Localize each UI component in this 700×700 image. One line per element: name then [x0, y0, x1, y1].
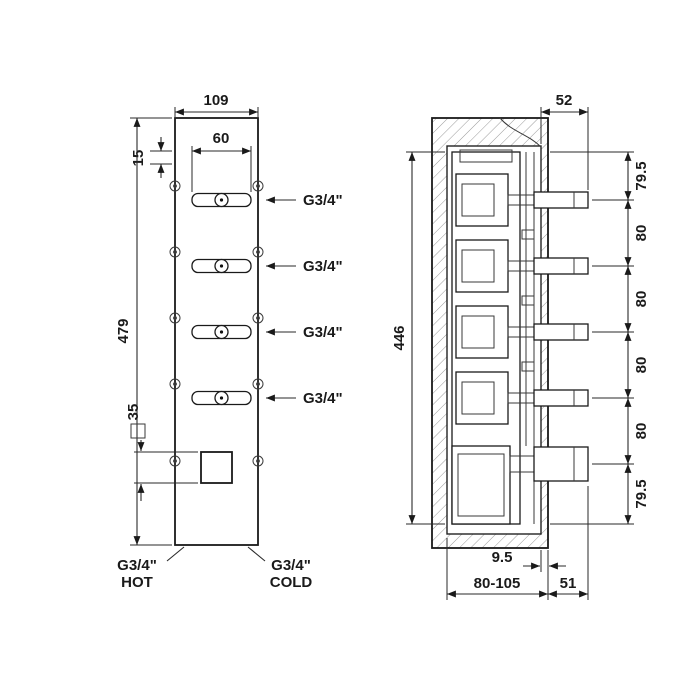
dim-label-51: 51 — [560, 575, 577, 592]
dim-label-446: 446 — [391, 325, 408, 350]
valve-handle-2 — [191, 258, 252, 274]
port-label-2: G3/4" — [303, 258, 343, 275]
outlet-assembly — [451, 445, 589, 525]
port-connector-1 — [533, 191, 589, 209]
cartridge-4 — [455, 371, 589, 425]
cartridge-1 — [455, 173, 589, 227]
port-callouts: G3/4" G3/4" G3/4" G3/4" — [266, 192, 343, 407]
port-connector-2 — [533, 257, 589, 275]
dim-label-479: 479 — [115, 318, 132, 343]
port-label-1: G3/4" — [303, 192, 343, 209]
cartridge-2 — [455, 239, 589, 293]
dim-height-479: 479 — [115, 117, 172, 546]
dim-spacing-chain: 79.5 80 80 80 80 79.5 — [550, 151, 650, 525]
outlet-connector — [533, 446, 589, 482]
spacing-label-2: 80 — [633, 225, 650, 242]
hot-label-text: HOT — [121, 574, 153, 591]
dim-handle-width-60: 60 — [191, 130, 252, 192]
side-view: 52 446 79.5 80 80 80 — [391, 92, 650, 600]
square-control — [200, 451, 233, 484]
spacing-label-4: 80 — [633, 357, 650, 374]
port-connector-3 — [533, 323, 589, 341]
dim-square-35: 35 — [125, 404, 198, 501]
mounting-holes — [169, 180, 264, 467]
valve-handle-4 — [191, 390, 252, 406]
front-view: 109 60 15 479 — [115, 92, 343, 591]
spacing-label-1: 79.5 — [633, 161, 650, 190]
port-label-3: G3/4" — [303, 324, 343, 341]
hot-callout: G3/4" HOT — [117, 546, 185, 591]
dim-depth-range: 80-105 51 — [446, 486, 589, 600]
dim-label-80-105: 80-105 — [474, 575, 521, 592]
dim-label-15: 15 — [130, 150, 147, 167]
square-dim-symbol — [130, 423, 146, 439]
cold-callout: G3/4" COLD — [247, 546, 313, 591]
port-connector-4 — [533, 389, 589, 407]
spacing-label-3: 80 — [633, 291, 650, 308]
dim-offset-15: 15 — [130, 137, 172, 178]
dim-label-60: 60 — [213, 130, 230, 147]
dim-label-9-5: 9.5 — [492, 549, 513, 566]
dim-label-35: 35 — [125, 404, 142, 421]
cold-label-size: G3/4" — [271, 557, 311, 574]
dim-depth-52: 52 — [540, 92, 589, 190]
fixing-screws — [521, 229, 535, 372]
dim-label-109: 109 — [203, 92, 228, 109]
cartridge-3 — [455, 305, 589, 359]
top-bracket — [459, 149, 513, 163]
dim-height-446: 446 — [391, 151, 445, 525]
hot-label-size: G3/4" — [117, 557, 157, 574]
cold-label-text: COLD — [270, 574, 313, 591]
dim-label-52: 52 — [556, 92, 573, 109]
dim-width-109: 109 — [174, 92, 259, 117]
port-label-4: G3/4" — [303, 390, 343, 407]
spacing-label-6: 79.5 — [633, 479, 650, 508]
valve-handle-3 — [191, 324, 252, 340]
spacing-label-5: 80 — [633, 423, 650, 440]
wall-surface-curve — [499, 117, 542, 148]
valve-handle-1 — [191, 192, 252, 208]
